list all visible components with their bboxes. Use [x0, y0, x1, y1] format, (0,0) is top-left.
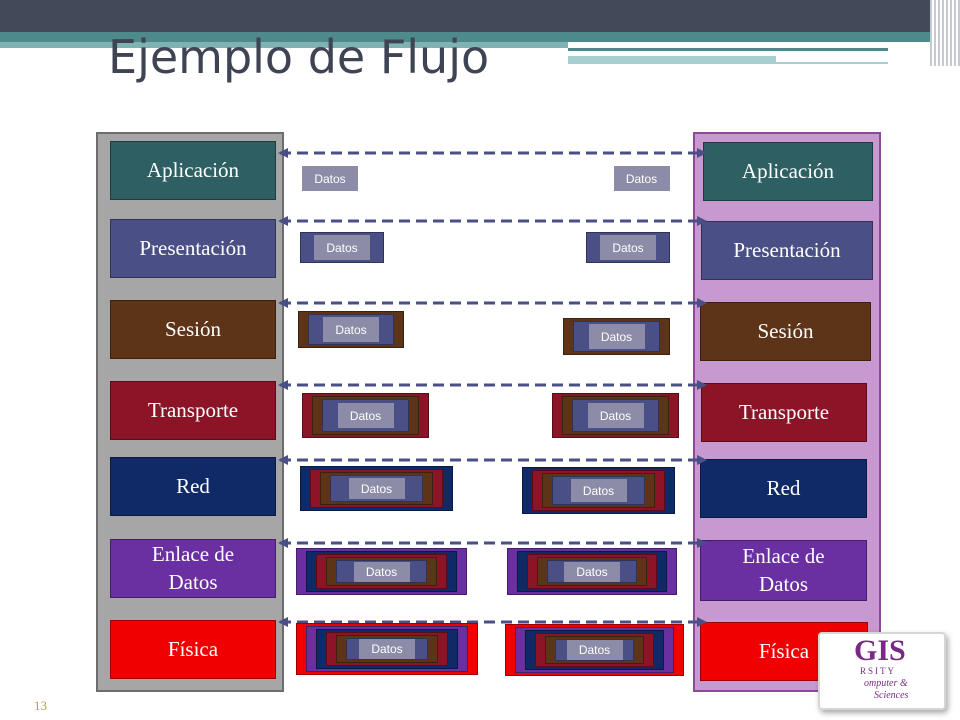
packet-data-label: Datos: [588, 324, 645, 349]
packet-5: Datos: [563, 318, 670, 355]
packet-11: Datos: [507, 548, 677, 595]
packet-data-label: Datos: [600, 235, 656, 260]
packet-data-label: Datos: [613, 166, 670, 191]
left-layer-6: Física: [110, 620, 276, 679]
packet-data-label: Datos: [302, 166, 358, 191]
packet-data-label: Datos: [348, 478, 405, 499]
left-layer-2: Sesión: [110, 300, 276, 359]
decor-vertical-lines: [930, 0, 960, 66]
packet-13: Datos: [505, 624, 684, 676]
packet-6: Datos: [302, 393, 429, 438]
right-layer-4: Red: [700, 459, 867, 518]
decor-stripe: [0, 32, 930, 42]
packet-7: Datos: [552, 393, 679, 438]
packet-8: Datos: [300, 466, 453, 511]
right-layer-5: Enlace de Datos: [700, 540, 867, 601]
decor-stripe: [568, 48, 888, 51]
packet-4: Datos: [298, 311, 404, 348]
decor-stripe: [776, 62, 888, 64]
packet-10: Datos: [296, 548, 467, 595]
right-layer-2: Sesión: [700, 302, 871, 361]
packet-9: Datos: [522, 467, 675, 514]
packet-data-label: Datos: [566, 640, 623, 660]
right-layer-0: Aplicación: [703, 142, 873, 201]
left-layer-3: Transporte: [110, 381, 276, 440]
packet-3: Datos: [586, 232, 670, 263]
top-banner: [0, 0, 960, 32]
left-layer-0: Aplicación: [110, 141, 276, 200]
packet-data-label: Datos: [587, 403, 644, 428]
packet-data-label: Datos: [353, 561, 410, 582]
packet-data-label: Datos: [564, 561, 620, 582]
packet-1: Datos: [613, 166, 670, 191]
left-layer-5: Enlace de Datos: [110, 539, 276, 598]
university-logo: GIS RSITY omputer & Sciences: [818, 632, 946, 710]
slide-title: Ejemplo de Flujo: [108, 30, 490, 84]
right-layer-3: Transporte: [701, 383, 867, 442]
packet-0: Datos: [302, 166, 358, 191]
packet-2: Datos: [300, 232, 384, 263]
packet-data-label: Datos: [337, 403, 394, 428]
packet-data-label: Datos: [323, 317, 379, 342]
page-number: 13: [34, 698, 47, 713]
right-layer-1: Presentación: [701, 221, 873, 280]
decor-stripe: [0, 42, 568, 48]
packet-data-label: Datos: [359, 639, 415, 659]
packet-data-label: Datos: [314, 235, 370, 260]
left-layer-4: Red: [110, 457, 276, 516]
packet-data-label: Datos: [570, 479, 627, 502]
packet-12: Datos: [296, 623, 478, 675]
decor-stripe: [568, 56, 776, 64]
left-layer-1: Presentación: [110, 219, 276, 278]
